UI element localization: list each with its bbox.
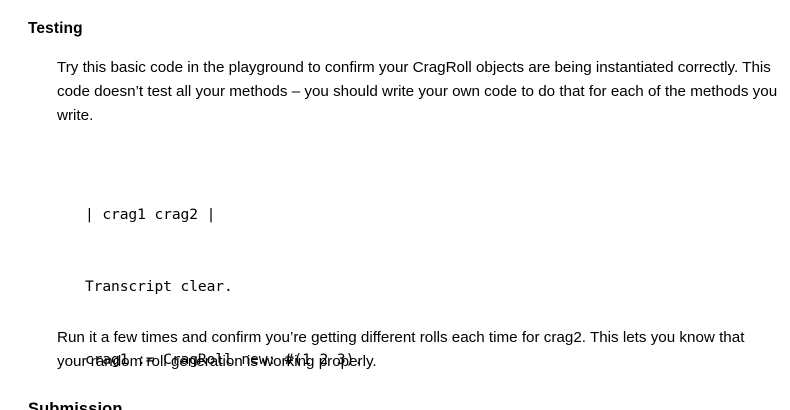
- paragraph-outro: Run it a few times and confirm you’re ge…: [57, 329, 745, 371]
- code-line: crag1 := CragRoll new: #(1 2 3).: [85, 350, 363, 368]
- code-line: Transcript clear.: [85, 278, 233, 296]
- page-heading-submission-cutoff: Submission: [28, 400, 123, 410]
- page-heading-testing: Testing: [28, 20, 83, 37]
- code-block: | crag1 crag2 | Transcript clear. crag1 …: [85, 155, 398, 410]
- code-line: | crag1 crag2 |: [85, 206, 216, 224]
- paragraph-intro: Try this basic code in the playground to…: [57, 59, 778, 125]
